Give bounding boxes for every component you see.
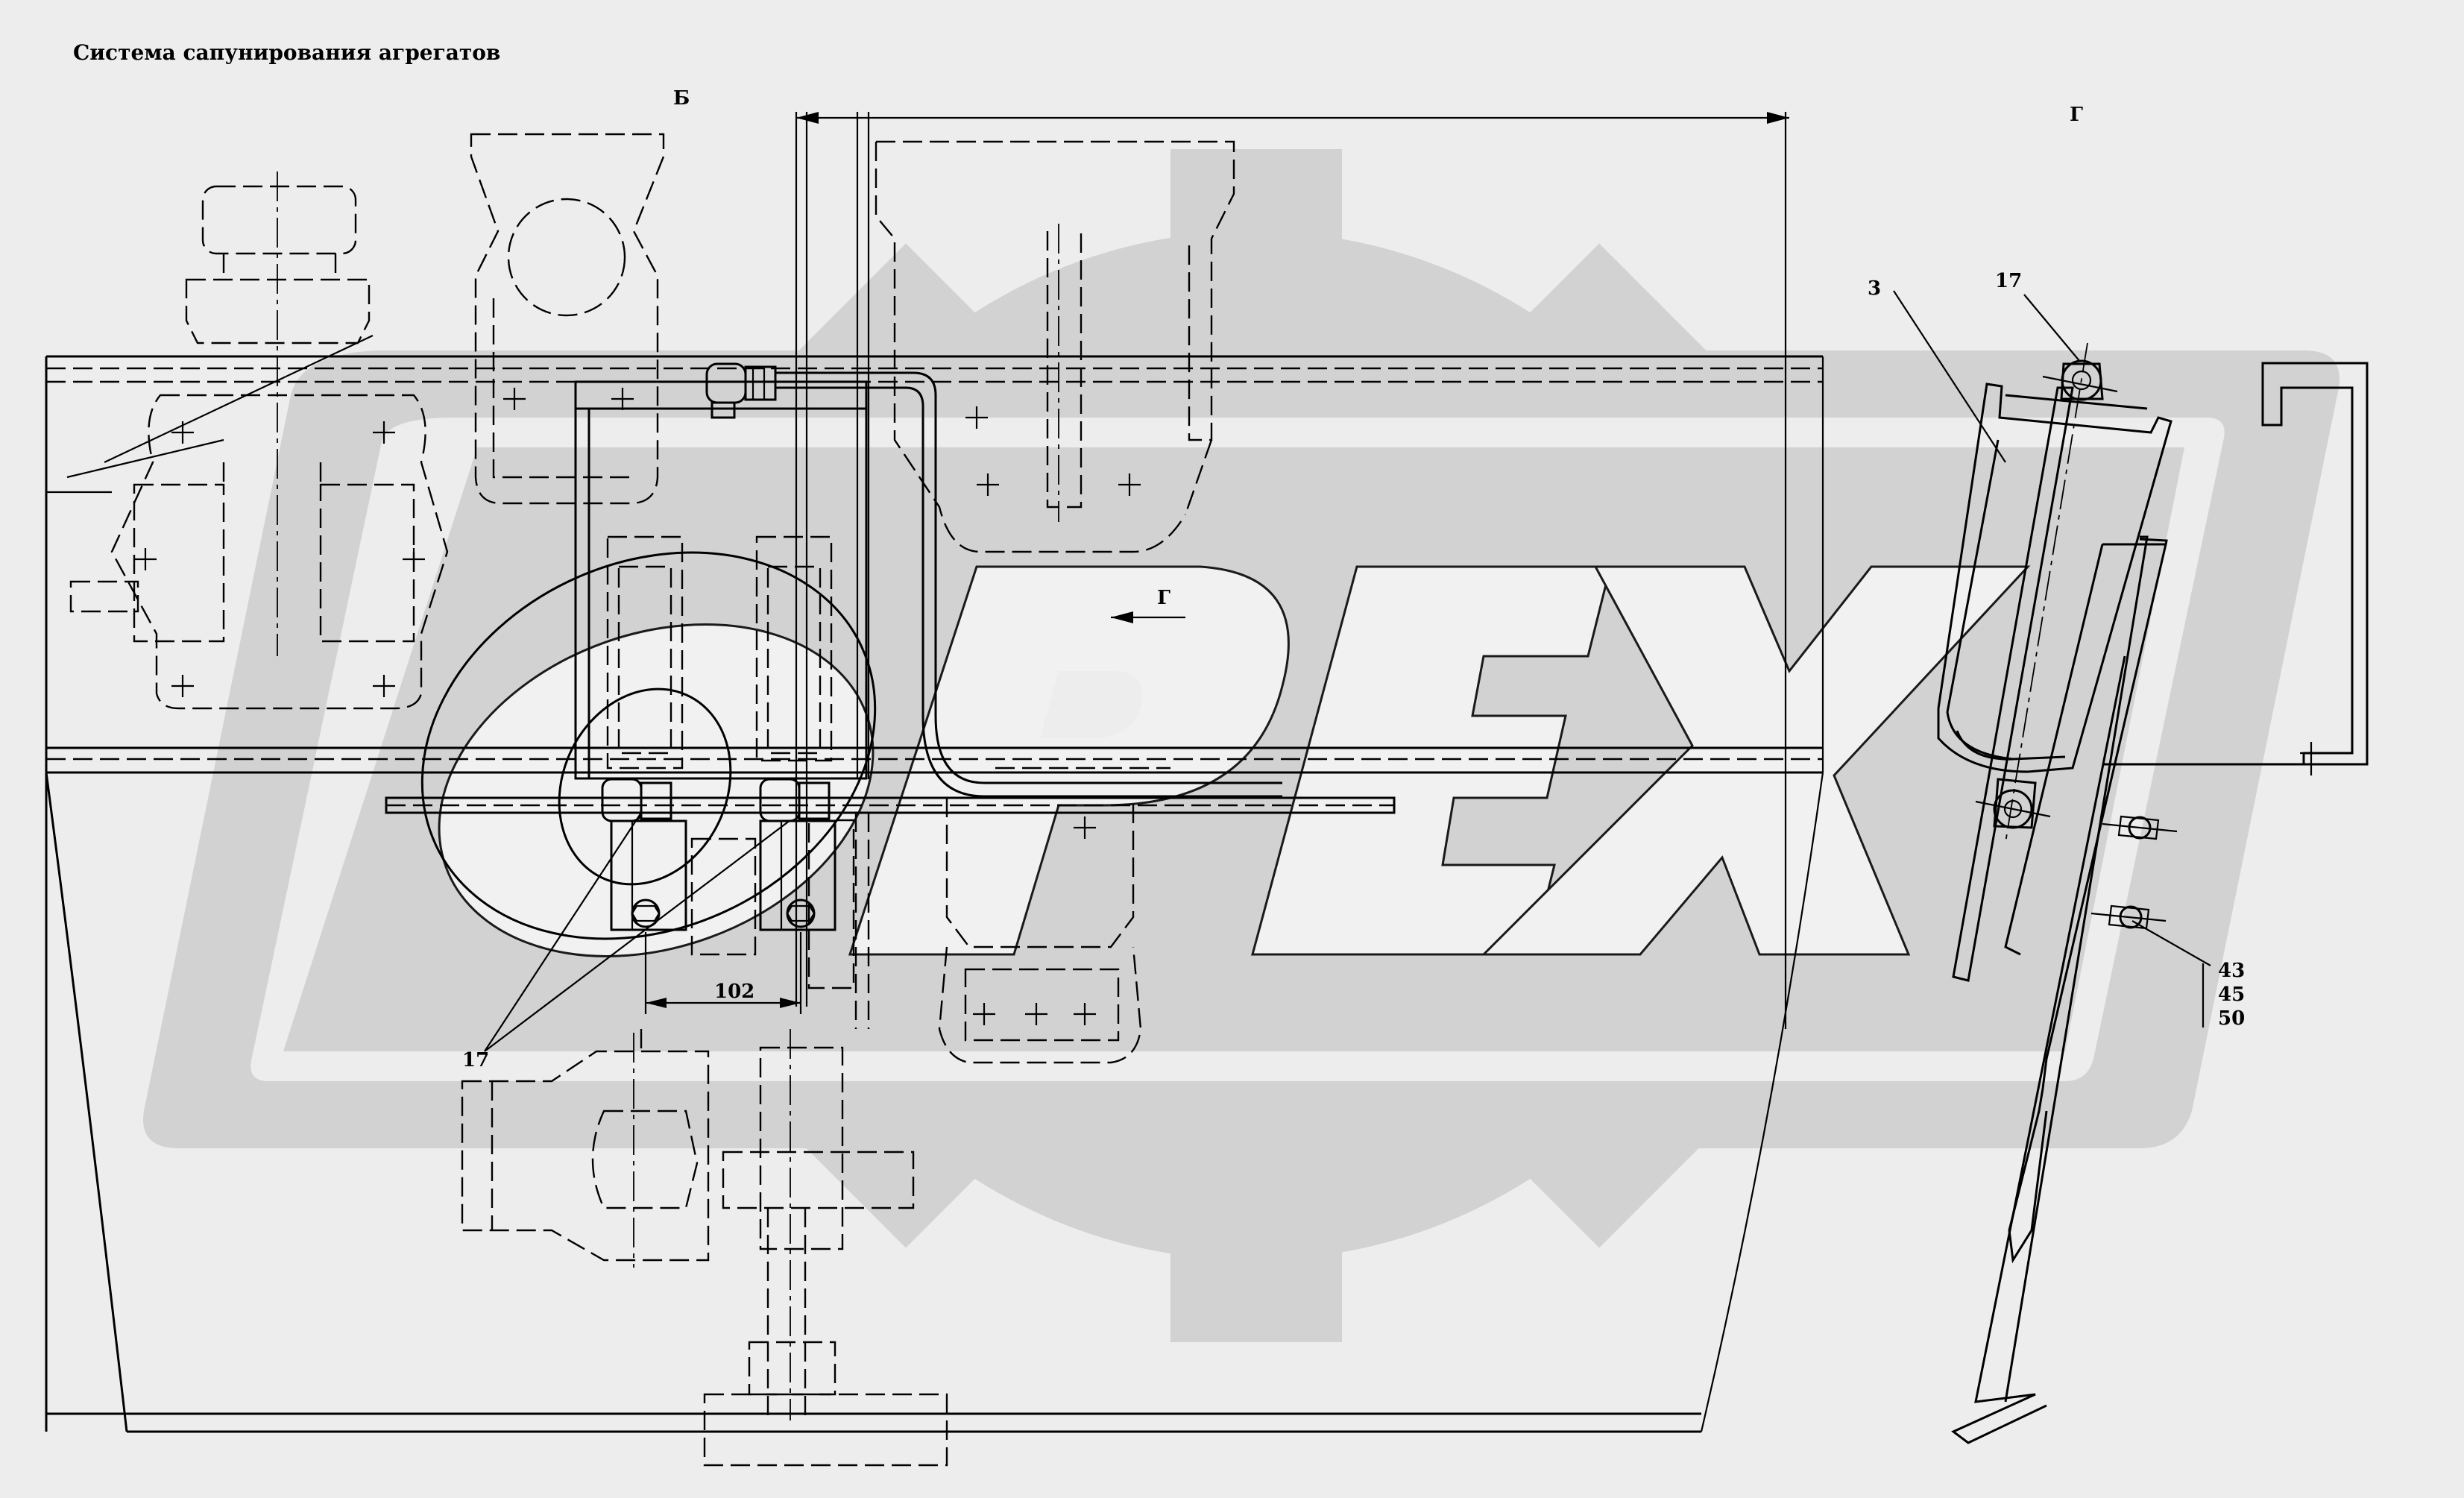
watermark-letters xyxy=(438,565,2031,957)
view-label-g: Г xyxy=(2070,104,2083,126)
breather-assembly xyxy=(385,112,1787,1029)
callout-17-left: 17 xyxy=(462,1049,489,1071)
view-arrow-label: Г xyxy=(1157,587,1170,609)
dimension-value: 102 xyxy=(714,981,754,1003)
callout-fastener-50: 50 xyxy=(2218,1007,2245,1030)
dimension-102 xyxy=(644,932,802,1014)
view-arrow-g xyxy=(1111,611,1185,623)
frame-side-member xyxy=(45,355,1824,1433)
callout-fastener-45: 45 xyxy=(2218,984,2245,1006)
view-label-b: Б xyxy=(673,87,690,110)
dimension-top xyxy=(796,112,1789,124)
leader-17-left xyxy=(484,812,791,1052)
lower-bracket-phantom xyxy=(461,1029,948,1467)
central-lower-phantom xyxy=(938,767,1170,1064)
left-unit-phantom xyxy=(66,171,449,710)
central-bracket-phantom xyxy=(875,140,1235,553)
upper-bracket-phantom xyxy=(470,133,665,505)
callout-fastener-43: 43 xyxy=(2218,960,2245,982)
view-g-assembly xyxy=(1893,290,2369,1444)
callout-17-right: 17 xyxy=(1995,270,2022,292)
drawing-title: Система сапунирования агрегатов xyxy=(73,40,500,65)
callout-3: 3 xyxy=(1868,277,1881,300)
